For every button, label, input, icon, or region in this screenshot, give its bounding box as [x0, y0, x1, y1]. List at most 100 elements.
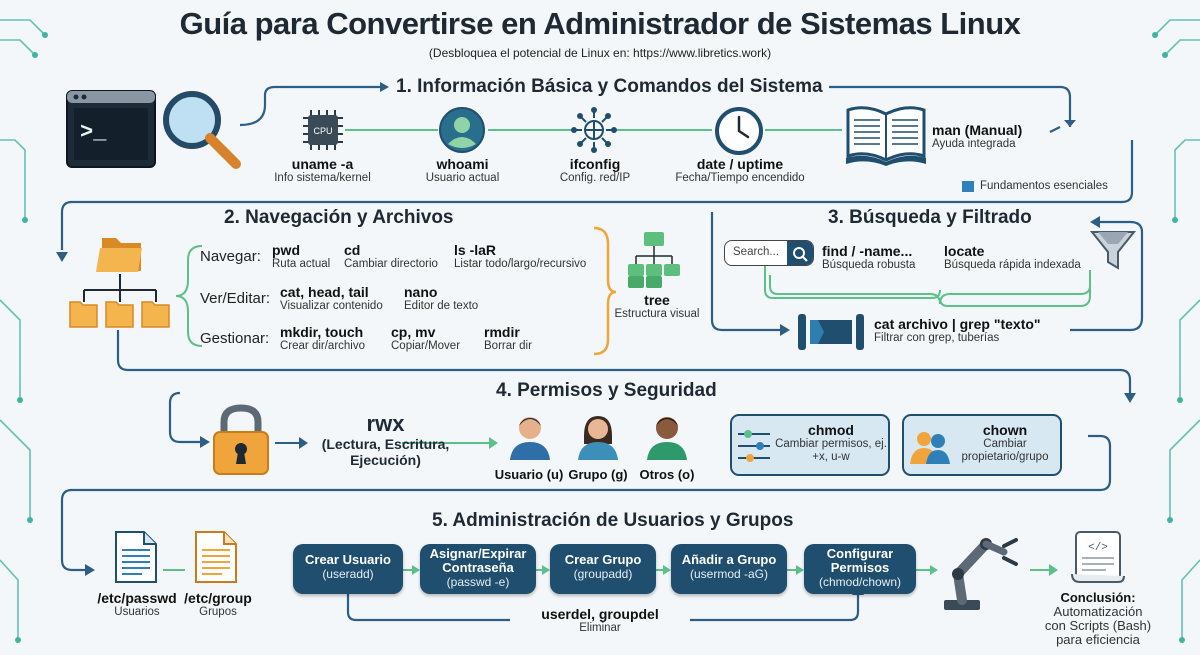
cmd-man: man (Manual) Ayuda integrada [932, 122, 1022, 150]
cmd-label: locate [944, 243, 985, 259]
sliders-icon [738, 430, 770, 462]
cmd-tree: tree Estructura visual [598, 292, 716, 320]
step-title: Configurar Permisos [826, 546, 894, 575]
cmd-label: /etc/group [184, 590, 252, 606]
cmd-label: date / uptime [696, 156, 784, 172]
cmd-desc: Info sistema/kernel [274, 172, 371, 184]
cmd-label: rmdir [484, 324, 520, 340]
cmd-label: chown [982, 422, 1028, 438]
funnel-icon [1089, 231, 1137, 270]
cmd-desc: Estructura visual [614, 308, 700, 320]
rwx-desc: (Lectura, Escritura, Ejecución) [321, 436, 450, 468]
svg-text:</>: </> [1088, 542, 1108, 554]
step-configurar-permisos[interactable]: Configurar Permisos (chmod/chown) [804, 544, 916, 594]
cmd-desc: Usuario actual [425, 172, 500, 184]
section-1-title: 1. Información Básica y Comandos del Sis… [390, 76, 829, 98]
cmd-find: find / -name... Búsqueda robusta [822, 243, 915, 271]
file-passwd: /etc/passwd Usuarios [94, 590, 180, 618]
file-group: /etc/group Grupos [180, 590, 256, 618]
cmd-desc: Búsqueda rápida indexada [944, 259, 1081, 271]
search-icon[interactable] [787, 241, 813, 265]
cmd-date-uptime: date / uptime Fecha/Tiempo encendido [665, 156, 815, 184]
perm-group-label: Grupo (g) [568, 467, 628, 482]
script-scroll-icon: </> [1071, 531, 1125, 583]
network-icon [571, 107, 617, 153]
cmd-label: man (Manual) [932, 122, 1023, 138]
cmd-label: nano [404, 284, 438, 300]
row-label-ver-editar: Ver/Editar: [200, 290, 271, 307]
section-5-title: 5. Administración de Usuarios y Grupos [426, 510, 800, 532]
conclusion-line: Automatización [1053, 604, 1143, 619]
cmd-desc: Ruta actual [272, 258, 331, 270]
section-2-title: 2. Navegación y Archivos [218, 207, 460, 229]
cmd-label: pwd [272, 242, 300, 258]
lock-icon [213, 404, 269, 475]
cmd-whoami: whoami Usuario actual [400, 156, 525, 184]
row-label-navegar: Navegar: [200, 248, 261, 265]
cmd-label: cat, head, tail [280, 284, 369, 300]
search-box[interactable]: Search... [724, 240, 814, 266]
cmd-desc: Cambiar directorio [344, 258, 438, 270]
section-4-title: 4. Permisos y Seguridad [490, 380, 723, 402]
step-sub: (passwd -e) [446, 575, 510, 589]
tree-icon [628, 232, 680, 288]
robot-arm-icon [944, 538, 1018, 610]
conclusion-line: con Scripts (Bash) [1044, 618, 1152, 633]
cmd-ifconfig: ifconfig Config. red/IP [535, 156, 655, 184]
step-asignar-contrasena[interactable]: Asignar/Expirar Contraseña (passwd -e) [420, 544, 536, 594]
cmd-desc: Cambiar propietario/grupo [961, 438, 1049, 463]
cmd-cat-head-tail: cat, head, tail Visualizar contenido [280, 284, 383, 312]
conclusion-line: para eficiencia [1056, 632, 1140, 647]
chown-card: chown Cambiar propietario/grupo [902, 414, 1062, 476]
cmd-locate: locate Búsqueda rápida indexada [944, 243, 1081, 271]
cmd-desc: Config. red/IP [559, 172, 631, 184]
svg-text:>_: >_ [80, 120, 107, 145]
user-icon [439, 107, 485, 153]
cmd-desc: Ayuda integrada [932, 138, 1016, 150]
step-sub: (groupadd) [573, 567, 633, 581]
cmd-uname: uname -a Info sistema/kernel [250, 156, 395, 184]
cmd-desc: Filtrar con grep, tuberías [874, 332, 1000, 344]
circuit-decoration-right [1152, 19, 1200, 643]
cmd-label: ls -laR [454, 242, 497, 258]
cmd-label: userdel, groupdel [541, 606, 659, 622]
step-anadir-grupo[interactable]: Añadir a Grupo (usermod -aG) [671, 544, 787, 594]
book-icon [846, 106, 926, 166]
circuit-decoration-left [0, 19, 48, 643]
step-sub: (chmod/chown) [818, 575, 902, 589]
cmd-label: mkdir, touch [280, 324, 364, 340]
cmd-rmdir: rmdir Borrar dir [484, 324, 532, 352]
users-icon [910, 432, 950, 464]
file-icon-passwd [115, 531, 157, 583]
cmd-desc: Visualizar contenido [280, 300, 383, 312]
cmd-desc: Editor de texto [404, 300, 479, 312]
cmd-desc: Crear dir/archivo [280, 340, 365, 352]
cmd-pwd: pwd Ruta actual [272, 242, 330, 270]
terminal-icon: >_ [66, 90, 156, 168]
step-sub: (useradd) [322, 567, 374, 581]
search-placeholder: Search... [733, 246, 780, 258]
step-title: Crear Grupo [564, 552, 642, 567]
cmd-ls: ls -laR Listar todo/largo/recursivo [454, 242, 586, 270]
clock-icon [715, 107, 763, 155]
section-3-title: 3. Búsqueda y Filtrado [822, 207, 1038, 229]
cmd-label: find / -name... [822, 243, 913, 259]
user-group-icon [578, 416, 618, 460]
cmd-cd: cd Cambiar directorio [344, 242, 438, 270]
cmd-desc: Grupos [199, 606, 237, 618]
cmd-userdel: userdel, groupdel Eliminar [510, 606, 690, 634]
folder-tree-icon [69, 238, 170, 328]
cmd-desc: Borrar dir [484, 340, 532, 352]
cmd-desc: Cambiar permisos, ej. +x, u-w [775, 438, 887, 463]
cmd-mkdir-touch: mkdir, touch Crear dir/archivo [280, 324, 365, 352]
step-crear-usuario[interactable]: Crear Usuario (useradd) [293, 544, 403, 594]
row-label-gestionar: Gestionar: [200, 330, 270, 347]
perm-user-label: Usuario (u) [494, 467, 564, 482]
cmd-label: cp, mv [391, 324, 436, 340]
cmd-cp-mv: cp, mv Copiar/Mover [391, 324, 460, 352]
legend-label: Fundamentos esenciales [980, 180, 1108, 192]
conclusion-title: Conclusión: [1060, 590, 1136, 605]
rwx-block: rwx (Lectura, Escritura, Ejecución) [308, 412, 463, 469]
step-crear-grupo[interactable]: Crear Grupo (groupadd) [550, 544, 656, 594]
page-title: Guía para Convertirse en Administrador d… [179, 6, 1021, 41]
